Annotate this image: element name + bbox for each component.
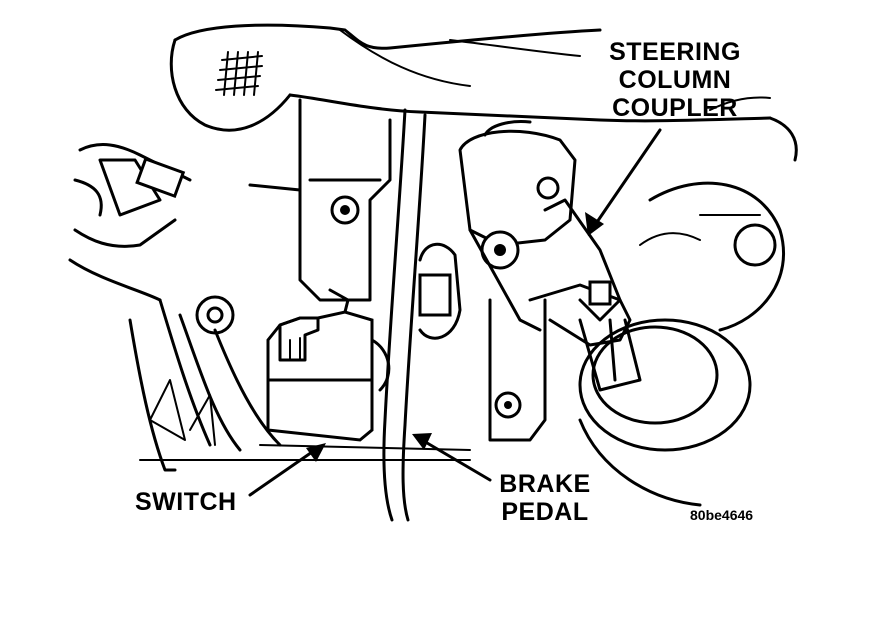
brake-pedal-leader <box>420 438 492 482</box>
brake-pedal-label-line2: PEDAL <box>501 498 589 526</box>
steering-column-coupler <box>458 120 642 392</box>
switch-leader <box>248 448 317 497</box>
brake-lamp-switch <box>266 288 391 442</box>
brake-pedal-arrowhead <box>412 433 432 450</box>
lower-trim-panel <box>128 298 282 472</box>
figure-code: 80be4646 <box>690 507 754 523</box>
wiring-harness-left <box>68 143 235 335</box>
pedal-bracket <box>248 98 392 302</box>
steering-coupler-arrowhead <box>585 212 604 236</box>
switch-arrowhead <box>306 443 326 462</box>
switch-label: SWITCH <box>135 488 237 516</box>
steering-column-coupler-label-line3: COUPLER <box>612 94 738 122</box>
steering-coupler-leader <box>593 128 662 227</box>
pedal-pivot <box>418 242 547 442</box>
steering-column-coupler-label-line1: STEERING <box>609 38 741 66</box>
leader-arrows <box>248 128 662 497</box>
steering-column-boot <box>578 181 786 507</box>
brake-pedal-label-line1: BRAKE <box>499 470 591 498</box>
steering-column-coupler-label-line2: COLUMN <box>618 66 732 94</box>
dashboard-underside <box>169 23 798 162</box>
